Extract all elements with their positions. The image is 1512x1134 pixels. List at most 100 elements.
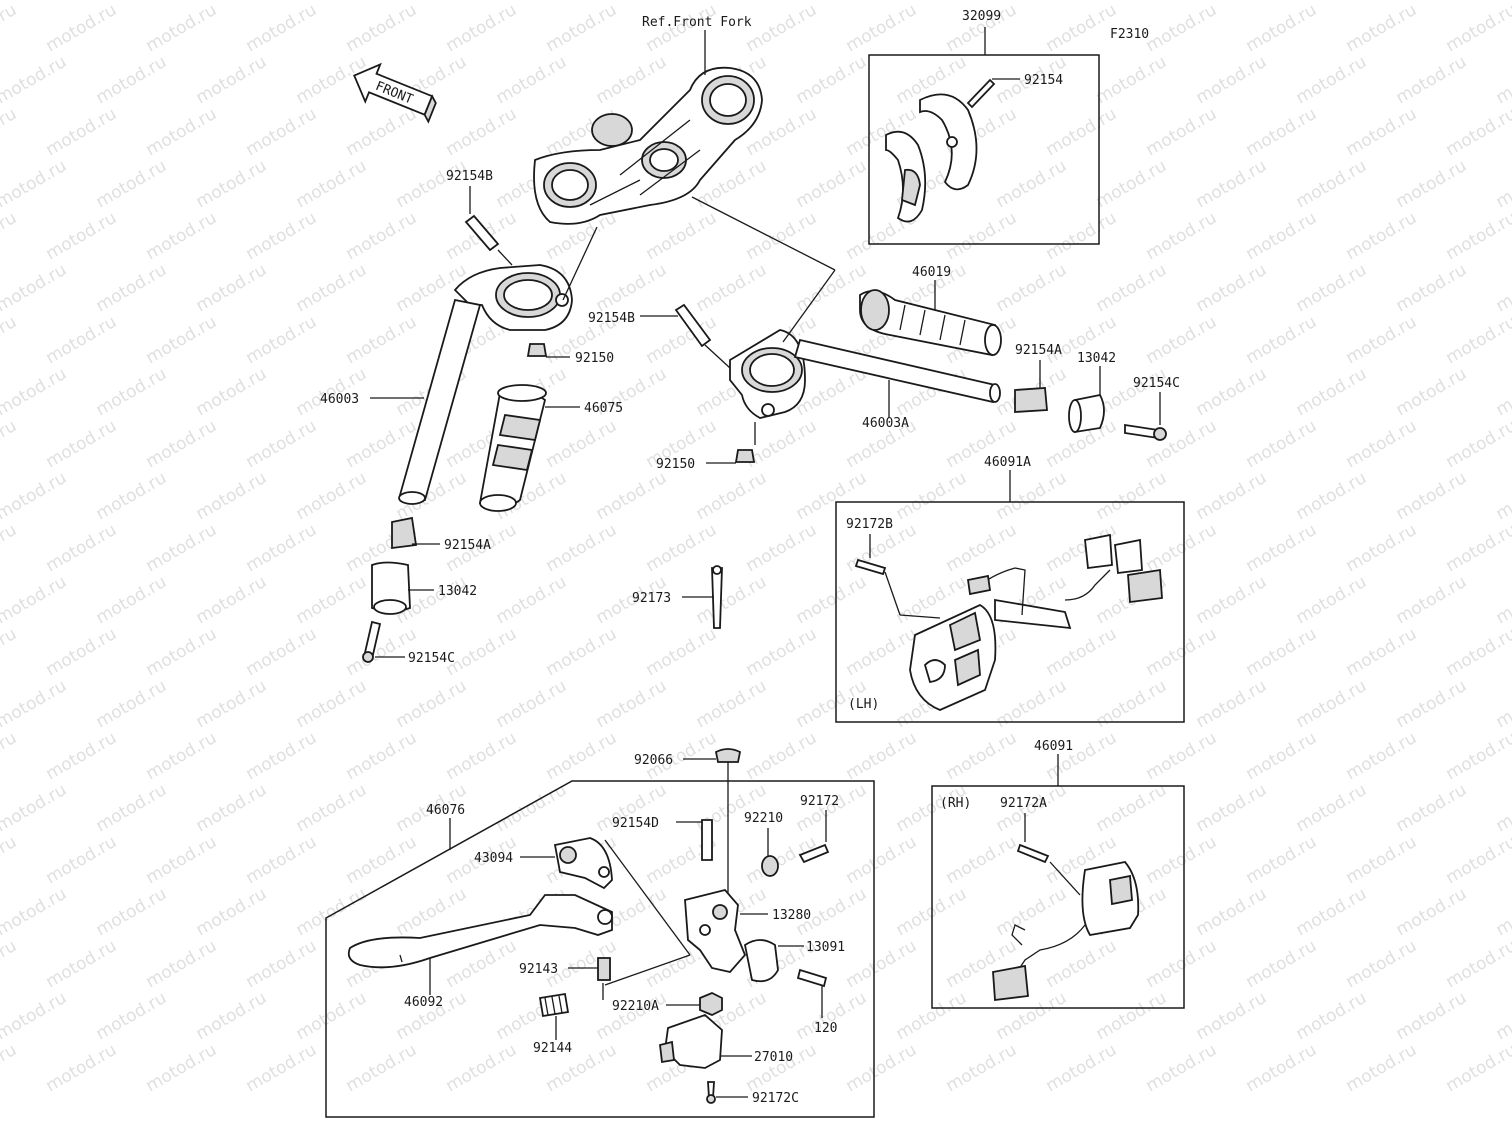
watermark-text: motod.ru [1093,468,1171,524]
watermark-text: motod.ru [1443,208,1512,264]
watermark-text: motod.ru [0,312,20,368]
watermark-text: motod.ru [193,676,271,732]
watermark-text: motod.ru [1293,468,1371,524]
bar-end-insert-92154A-right [1014,387,1048,413]
watermark-text: motod.ru [343,208,421,264]
label-92066: 92066 [634,753,673,768]
watermark-text: motod.ru [0,624,20,680]
label-92173: 92173 [632,591,671,606]
watermark-text: motod.ru [1443,520,1512,576]
watermark-text: motod.ru [1093,52,1171,108]
watermark-text: motod.ru [543,728,621,784]
watermark-text: motod.ru [343,104,421,160]
watermark-text: motod.ru [0,728,20,784]
watermark-text: motod.ru [993,260,1071,316]
watermark-text: motod.ru [193,156,271,212]
watermark-text: motod.ru [243,0,321,56]
watermark-text: motod.ru [343,832,421,888]
watermark-text: motod.ru [1193,780,1271,836]
watermark-text: motod.ru [0,416,20,472]
watermark-text: motod.ru [93,988,171,1044]
label-13042-right: 13042 [1077,351,1116,366]
watermark-text: motod.ru [393,156,471,212]
watermark-text: motod.ru [1243,0,1321,56]
watermark-text: motod.ru [193,988,271,1044]
label-92150-left: 92150 [575,351,614,366]
watermark-text: motod.ru [1493,52,1512,108]
watermark-text: motod.ru [93,572,171,628]
watermark-text: motod.ru [693,260,771,316]
watermark-text: motod.ru [243,624,321,680]
watermark-text: motod.ru [1143,728,1221,784]
watermark-text: motod.ru [1143,416,1221,472]
watermark-text: motod.ru [43,208,121,264]
watermark-text: motod.ru [1343,208,1421,264]
watermark-text: motod.ru [1443,624,1512,680]
watermark-text: motod.ru [1143,832,1221,888]
watermark-text: motod.ru [1343,1040,1421,1096]
watermark-text: motod.ru [1393,780,1471,836]
watermark-text: motod.ru [0,832,20,888]
watermark-text: motod.ru [0,988,70,1044]
watermark-text: motod.ru [1143,936,1221,992]
watermark-text: motod.ru [1493,156,1512,212]
watermark-text: motod.ru [1493,884,1512,940]
watermark-text: motod.ru [0,780,70,836]
label-92210: 92210 [744,811,783,826]
watermark-text: motod.ru [243,520,321,576]
watermark-text: motod.ru [143,728,221,784]
watermark-text: motod.ru [1293,260,1371,316]
watermark-text: motod.ru [1143,312,1221,368]
watermark-text: motod.ru [1243,624,1321,680]
label-13042-left: 13042 [438,584,477,599]
watermark-text: motod.ru [743,1040,821,1096]
label-ref-front-fork: Ref.Front Fork [642,15,752,30]
watermark-text: motod.ru [93,884,171,940]
watermark-text: motod.ru [743,728,821,784]
lh-switch-assembly [909,533,1163,711]
watermark-text: motod.ru [443,104,521,160]
watermark-text: motod.ru [143,208,221,264]
watermark-text: motod.ru [1193,52,1271,108]
watermark-text: motod.ru [1393,676,1471,732]
watermark-text: motod.ru [1443,0,1512,56]
watermark-text: motod.ru [1143,0,1221,56]
watermark-text: motod.ru [1093,988,1171,1044]
watermark-text: motod.ru [93,260,171,316]
watermark-text: motod.ru [193,884,271,940]
watermark-text: motod.ru [1493,780,1512,836]
watermark-text: motod.ru [1393,156,1471,212]
watermark-text: motod.ru [1343,416,1421,472]
watermark-text: motod.ru [243,728,321,784]
watermark-text: motod.ru [1193,468,1271,524]
watermark-text: motod.ru [43,936,121,992]
label-13091: 13091 [806,940,845,955]
label-lh: (LH) [848,697,879,712]
watermark-text: motod.ru [843,728,921,784]
watermark-text: motod.ru [1043,0,1121,56]
watermark-text: motod.ru [543,520,621,576]
watermark-text: motod.ru [0,156,70,212]
box-46076 [325,780,875,1118]
watermark-text: motod.ru [1343,520,1421,576]
watermark-text: motod.ru [93,780,171,836]
watermark-text: motod.ru [43,520,121,576]
watermark-text: motod.ru [843,1040,921,1096]
watermark-text: motod.ru [1243,1040,1321,1096]
watermark-text: motod.ru [143,832,221,888]
watermark-text: motod.ru [1293,156,1371,212]
watermark-text: motod.ru [493,572,571,628]
watermark-text: motod.ru [1143,624,1221,680]
label-46003A: 46003A [862,416,909,431]
watermark-text: motod.ru [593,260,671,316]
watermark-text: motod.ru [1293,780,1371,836]
watermark-text: motod.ru [793,572,871,628]
watermark-text: motod.ru [1143,520,1221,576]
watermark-text: motod.ru [193,364,271,420]
watermark-text: motod.ru [743,416,821,472]
watermark-text: motod.ru [743,624,821,680]
watermark-text: motod.ru [193,572,271,628]
watermark-text: motod.ru [43,104,121,160]
watermark-text: motod.ru [1343,832,1421,888]
watermark-text: motod.ru [493,52,571,108]
